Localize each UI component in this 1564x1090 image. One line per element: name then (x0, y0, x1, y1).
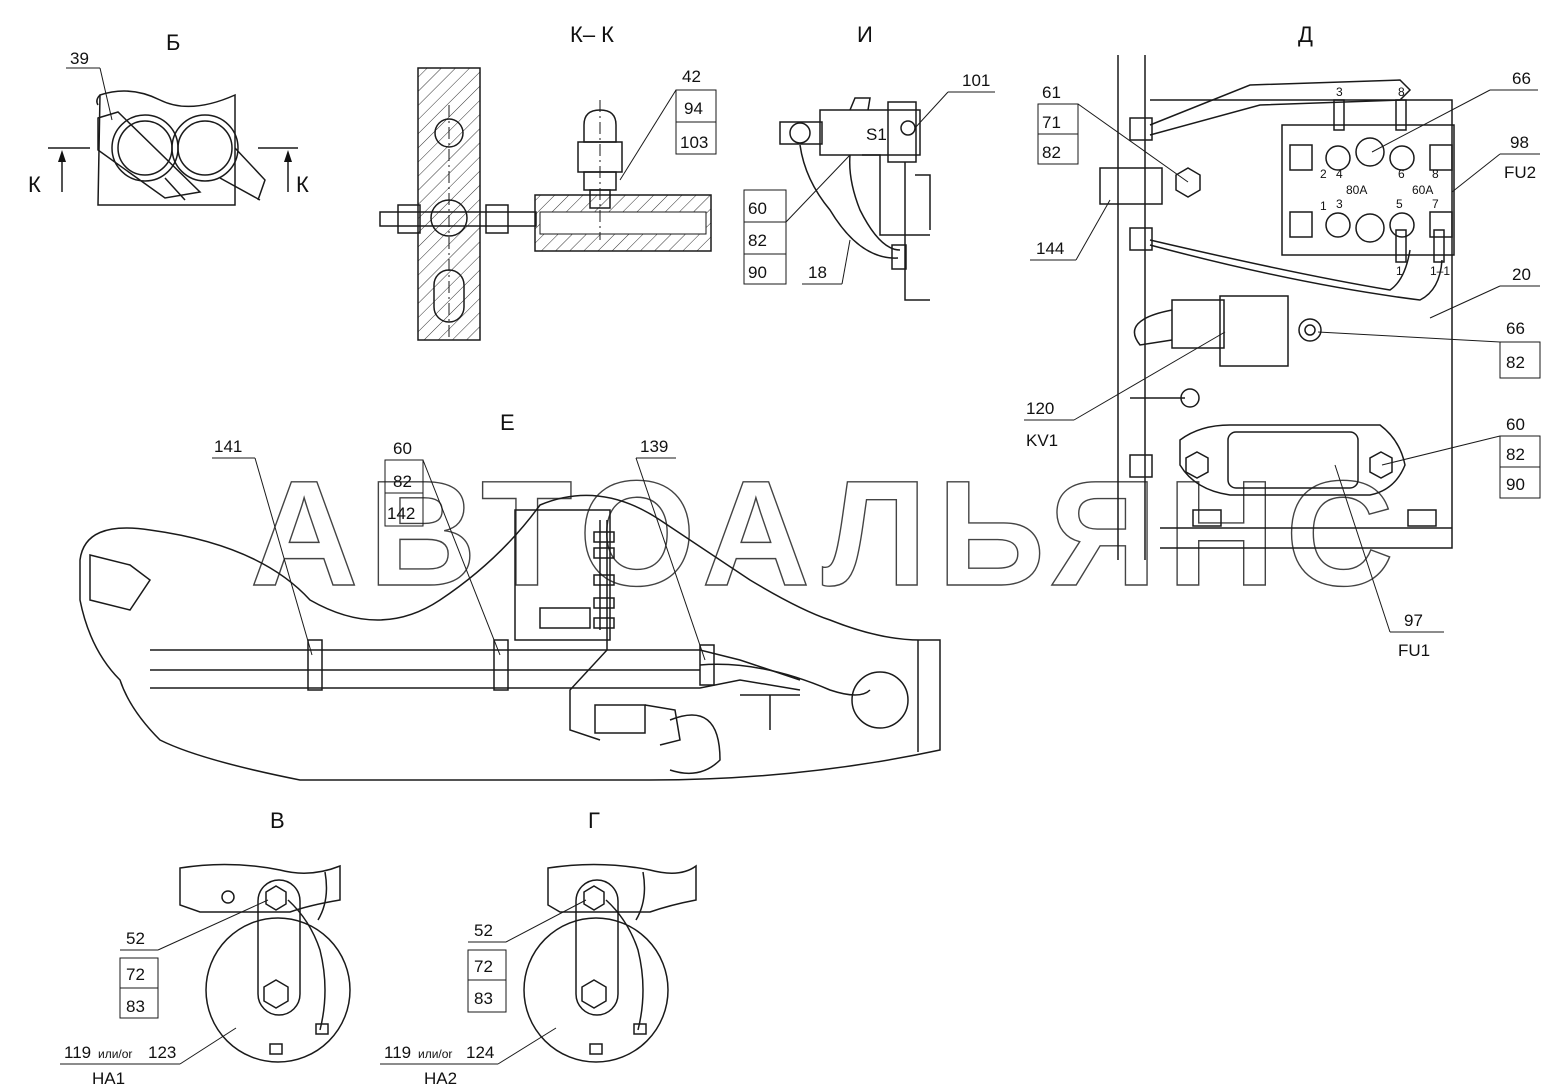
callout-82-i: 82 (748, 231, 767, 250)
view-b-title: Б (166, 30, 180, 55)
wire-mark-8: 8 (1398, 85, 1405, 99)
view-kk-title: К– К (570, 22, 614, 47)
view-i-title: И (857, 22, 873, 47)
fuse-fu1 (1179, 424, 1406, 496)
view-g-title: Г (588, 808, 600, 833)
view-b-plate (97, 90, 236, 206)
view-d: Д 2 4 6 8 1 3 5 7 80A 60A (1024, 22, 1541, 660)
callout-72-g: 72 (474, 957, 493, 976)
callout-119-v: 119 (64, 1043, 91, 1062)
wire-18 (799, 144, 899, 259)
wire-mark-3: 3 (1336, 85, 1343, 99)
label-kv1: KV1 (1026, 431, 1058, 450)
callout-20: 20 (1512, 265, 1531, 284)
callout-52-v: 52 (126, 929, 145, 948)
callout-124: 124 (466, 1043, 494, 1062)
connector-right (171, 114, 239, 182)
callout-120: 120 (1026, 399, 1054, 418)
callout-144: 144 (1036, 239, 1064, 258)
view-b-bracket (97, 111, 202, 199)
view-g: Г 52 72 83 119 или/or 124 HA2 (380, 808, 697, 1088)
relay-kv1 (1219, 295, 1289, 367)
callout-52-g: 52 (474, 921, 493, 940)
view-e: Е 141 60 82 142 139 (79, 410, 941, 781)
callout-139: 139 (640, 437, 668, 456)
callout-141: 141 (214, 437, 242, 456)
label-fu1: FU1 (1398, 641, 1430, 660)
callout-90-i: 90 (748, 263, 767, 282)
fuse-terminal-5: 5 (1396, 197, 1403, 211)
callout-101: 101 (962, 71, 990, 90)
callout-42: 42 (682, 67, 701, 86)
section-mark-left: К (28, 172, 41, 197)
callout-18: 18 (808, 263, 827, 282)
callout-103: 103 (680, 133, 708, 152)
label-ha1: HA1 (92, 1069, 125, 1088)
fuse-rating-60a: 60A (1412, 183, 1433, 197)
callout-60-d: 60 (1506, 415, 1525, 434)
connector-139 (594, 704, 646, 734)
callout-82-right: 82 (1506, 353, 1525, 372)
section-mark-right: К (296, 172, 309, 197)
cab-outline (79, 494, 941, 781)
callout-83-v: 83 (126, 997, 145, 1016)
wire-mark-1: 1 (1396, 264, 1403, 278)
callout-66-top: 66 (1512, 69, 1531, 88)
view-k-k: К– К 42 94 103 (379, 22, 717, 341)
horn-ha2 (523, 917, 669, 1063)
wire-mark-1-1: 1–1 (1430, 264, 1450, 278)
callout-142: 142 (387, 504, 415, 523)
fuse-terminal-1: 1 (1320, 199, 1327, 213)
callout-39: 39 (70, 49, 89, 68)
callout-71: 71 (1042, 113, 1061, 132)
fuse-terminal-6: 6 (1398, 167, 1405, 181)
connector-left (111, 114, 179, 182)
mounting-panel-20 (1150, 99, 1453, 549)
callout-82-e: 82 (393, 472, 412, 491)
callout-94: 94 (684, 99, 703, 118)
callout-60-i: 60 (748, 199, 767, 218)
watermark-text: АВТОАЛЬЯНС (250, 449, 1404, 617)
callout-97: 97 (1404, 611, 1423, 630)
callout-119-g: 119 (384, 1043, 411, 1062)
callout-98: 98 (1510, 133, 1529, 152)
view-v: В 52 72 83 119 или/or 123 HA1 (60, 808, 351, 1088)
view-b: Б К К 39 (28, 30, 309, 206)
label-ha2: HA2 (424, 1069, 457, 1088)
callout-60-e: 60 (393, 439, 412, 458)
fuse-terminal-8: 8 (1432, 167, 1439, 181)
clamp-144 (1099, 167, 1163, 205)
callout-72-v: 72 (126, 965, 145, 984)
fuse-terminal-4: 4 (1336, 167, 1343, 181)
view-i: И S1 101 60 82 90 18 (743, 22, 995, 301)
callout-90-d: 90 (1506, 475, 1525, 494)
switch-label-s1: S1 (866, 125, 887, 144)
view-v-title: В (270, 808, 285, 833)
horn-ha1 (205, 917, 351, 1063)
fuse-terminal-7: 7 (1432, 197, 1439, 211)
callout-66-right: 66 (1506, 319, 1525, 338)
or-label-v: или/or (98, 1047, 132, 1061)
or-label-g: или/or (418, 1047, 452, 1061)
callout-82-d2: 82 (1506, 445, 1525, 464)
fuse-terminal-2: 2 (1320, 167, 1327, 181)
callout-61: 61 (1042, 83, 1061, 102)
callout-82-d: 82 (1042, 143, 1061, 162)
view-e-title: Е (500, 410, 515, 435)
fuse-rating-80a: 80A (1346, 183, 1367, 197)
fuse-terminal-3: 3 (1336, 197, 1343, 211)
label-fu2: FU2 (1504, 163, 1536, 182)
callout-83-g: 83 (474, 989, 493, 1008)
callout-123: 123 (148, 1043, 176, 1062)
view-d-title: Д (1298, 22, 1313, 47)
